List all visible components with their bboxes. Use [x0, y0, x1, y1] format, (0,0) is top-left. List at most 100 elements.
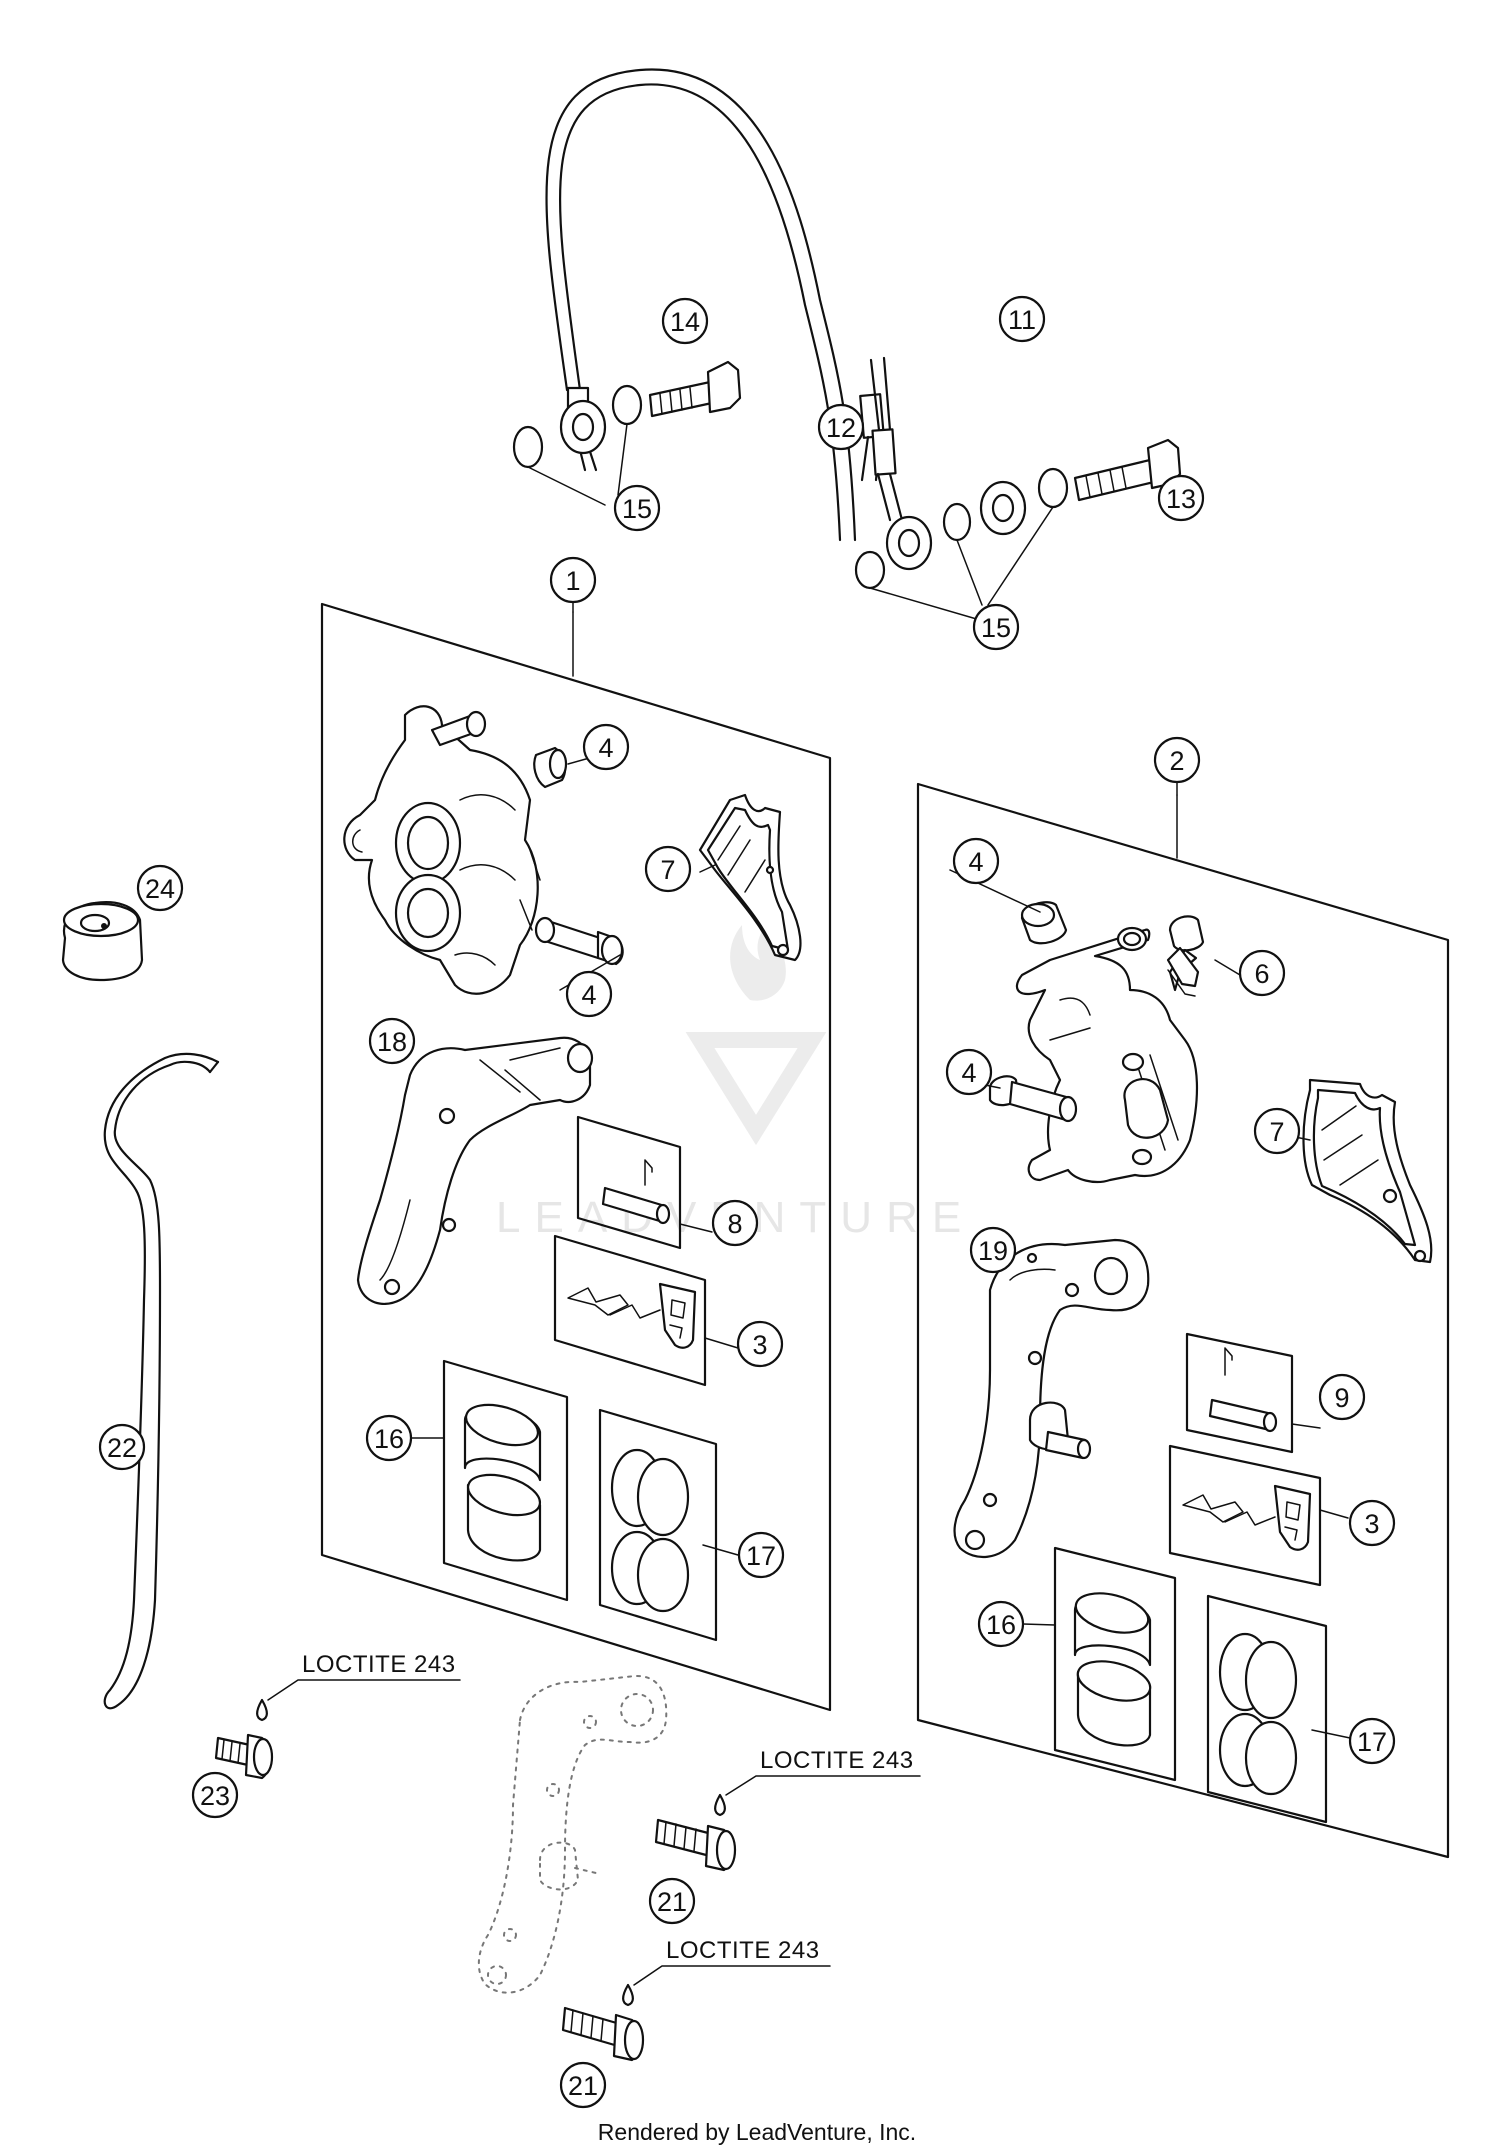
svg-text:7: 7: [660, 855, 675, 885]
callouts: 1 2 3 3 4 4 4 4 6 7 7 8 9 11 12 13 14 15…: [98, 295, 1396, 2109]
svg-text:4: 4: [961, 1058, 976, 1088]
footer-credit: Rendered by LeadVenture, Inc.: [598, 2119, 916, 2145]
svg-text:2: 2: [1169, 746, 1184, 776]
callout-6[interactable]: 6: [1238, 949, 1286, 997]
bleed-valve-6: [1166, 915, 1241, 997]
svg-text:9: 9: [1334, 1383, 1349, 1413]
callout-17-left[interactable]: 17: [737, 1531, 785, 1579]
brake-hose-second: [869, 356, 904, 522]
brake-hose: [545, 68, 885, 542]
callout-15-right[interactable]: 15: [972, 603, 1020, 651]
loctite-label-bolt-23: LOCTITE 243: [302, 1651, 456, 1678]
svg-text:19: 19: [978, 1236, 1008, 1266]
banjo-bolt-13: [1073, 438, 1182, 502]
svg-text:16: 16: [986, 1610, 1016, 1640]
svg-text:7: 7: [1269, 1117, 1284, 1147]
svg-text:3: 3: [1364, 1509, 1379, 1539]
callout-4-left-pin[interactable]: 4: [565, 970, 613, 1018]
svg-text:17: 17: [746, 1541, 776, 1571]
svg-text:24: 24: [145, 874, 175, 904]
svg-text:15: 15: [622, 494, 652, 524]
left-caliper-kit-panel: [320, 602, 832, 1712]
brake-pads-right: [1302, 1078, 1433, 1264]
callout-7-left[interactable]: 7: [644, 845, 692, 893]
svg-text:1: 1: [565, 566, 580, 596]
callout-19[interactable]: 19: [969, 1226, 1017, 1274]
callout-1[interactable]: 1: [549, 556, 597, 604]
washer: [512, 425, 544, 469]
brake-pads-left: [698, 793, 802, 962]
caliper-body-right: [1015, 926, 1199, 1184]
callout-11[interactable]: 11: [998, 295, 1046, 343]
bolt-23: [214, 1679, 461, 1780]
svg-text:16: 16: [374, 1424, 404, 1454]
hose-guide-wire-22: [103, 1052, 220, 1710]
svg-text:13: 13: [1166, 484, 1196, 514]
slide-bushing: [533, 746, 568, 789]
guide-pin-right: [988, 1075, 1078, 1123]
callout-4-right-bushing[interactable]: 4: [952, 837, 1000, 885]
callout-22[interactable]: 22: [98, 1423, 146, 1471]
svg-text:15: 15: [981, 613, 1011, 643]
grommet-24: [61, 901, 144, 982]
pin-kit-box-8: [576, 1115, 713, 1250]
svg-text:4: 4: [581, 980, 596, 1010]
callout-13[interactable]: 13: [1157, 474, 1205, 522]
callout-4-right-pin[interactable]: 4: [945, 1048, 993, 1096]
svg-text:21: 21: [568, 2071, 598, 2101]
callout-15-left[interactable]: 15: [613, 484, 661, 532]
callout-3-right[interactable]: 3: [1348, 1499, 1396, 1547]
pin-kit-box-9: [1185, 1332, 1321, 1454]
seal-box-17-left: [598, 1408, 739, 1642]
svg-text:23: 23: [200, 1781, 230, 1811]
slide-bushing-right: [1020, 901, 1068, 945]
seal-box-17-right: [1206, 1594, 1351, 1824]
callout-14[interactable]: 14: [661, 297, 709, 345]
svg-text:12: 12: [826, 413, 856, 443]
callout-21-upper[interactable]: 21: [648, 1877, 696, 1925]
bolt-21-upper: [654, 1775, 921, 1872]
loctite-label-bolt-21-upper: LOCTITE 243: [760, 1747, 914, 1774]
callout-12[interactable]: 12: [817, 403, 865, 451]
callout-7-right[interactable]: 7: [1253, 1107, 1301, 1155]
svg-text:14: 14: [670, 307, 700, 337]
callout-16-right[interactable]: 16: [977, 1600, 1025, 1648]
svg-text:11: 11: [1008, 305, 1036, 335]
loctite-label-bolt-21-lower: LOCTITE 243: [666, 1937, 820, 1964]
banjo-assembly-right: [854, 438, 1182, 621]
callout-3-left[interactable]: 3: [736, 1320, 784, 1368]
svg-text:17: 17: [1357, 1727, 1387, 1757]
banjo-bolt-14: [648, 360, 742, 418]
svg-text:4: 4: [598, 733, 613, 763]
kit-panel-outline: [916, 782, 1450, 1859]
callout-18[interactable]: 18: [368, 1017, 416, 1065]
callout-17-right[interactable]: 17: [1348, 1717, 1396, 1765]
loctite-drop-icon: [256, 1698, 268, 1722]
kit-panel-outline: [320, 602, 832, 1712]
clip-kit-box-3-left: [553, 1234, 739, 1387]
callout-4-left-bushing[interactable]: 4: [582, 723, 630, 771]
svg-text:4: 4: [968, 847, 983, 877]
right-caliper-kit-panel: [916, 782, 1450, 1859]
guide-pin: [534, 916, 624, 966]
svg-text:6: 6: [1254, 959, 1269, 989]
phantom-bracket-outline: [477, 1674, 668, 1994]
callout-23[interactable]: 23: [191, 1771, 239, 1819]
callout-21-lower[interactable]: 21: [559, 2061, 607, 2109]
caliper-body-left: [343, 705, 541, 995]
svg-text:22: 22: [107, 1433, 137, 1463]
washer: [611, 384, 643, 426]
callout-2[interactable]: 2: [1153, 736, 1201, 784]
callout-9[interactable]: 9: [1318, 1373, 1366, 1421]
piston-box-16-right: [1022, 1546, 1177, 1782]
svg-text:3: 3: [752, 1330, 767, 1360]
callout-24[interactable]: 24: [136, 864, 184, 912]
clip-kit-box-3-right: [1168, 1444, 1349, 1587]
callout-8[interactable]: 8: [711, 1199, 759, 1247]
loctite-drop-icon: [714, 1793, 726, 1817]
callout-16-left[interactable]: 16: [365, 1414, 413, 1462]
loctite-drop-icon: [622, 1983, 634, 2007]
watermark-v-icon: [685, 1032, 827, 1146]
